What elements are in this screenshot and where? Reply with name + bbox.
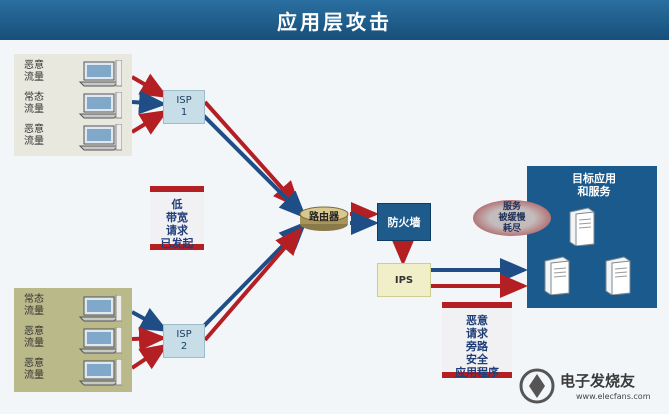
laptop-icon [78,359,122,386]
arrow-normal [131,307,169,332]
arrow-normal [198,110,307,219]
isp-1-node: ISP 1 [163,90,205,124]
arrow-malicious [131,326,167,351]
router-icon [299,206,349,231]
logo-icon [519,368,555,404]
arrow-malicious [131,73,169,98]
arrow-malicious [130,343,169,370]
flow-label: 恶意 流量 [24,60,44,83]
laptop-icon [78,295,122,322]
flow-label: 恶意 流量 [24,358,44,381]
diagram-canvas: 恶意 流量 常态 流量 恶意 流量 常态 流量 恶意 流量 恶意 流量 ISP … [0,40,669,414]
service-exhausted-badge: 服务 被缓慢 耗尽 [473,200,551,236]
arrow-normal [131,90,167,115]
firewall-node: 防火墙 [377,203,431,241]
connection-arrows [130,73,528,370]
laptop-icon [78,60,122,87]
arrow-malicious [203,100,301,209]
bypass-note: 恶意 请求 旁路 安全 应用程序 [442,302,512,379]
ips-node: IPS [377,263,431,297]
arrow-malicious [130,109,169,135]
server-icon [605,256,631,295]
laptop-icon [78,92,122,119]
laptop-icon [78,327,122,354]
flow-label: 恶意 流量 [24,124,44,147]
watermark-url: www.elecfans.com [576,392,651,401]
laptop-icon [78,124,122,151]
isp-2-node: ISP 2 [163,324,205,358]
flow-label: 常态 流量 [24,92,44,115]
server-icon [544,256,570,295]
page-title: 应用层攻击 [0,0,669,40]
arrow-malicious [203,226,303,342]
server-icon [569,207,595,246]
watermark-text: 电子发烧友 [560,372,636,390]
low-bandwidth-note: 低 带宽 请求 已发起 [150,186,204,250]
target-title: 目标应用 和服务 [572,172,616,198]
flow-label: 恶意 流量 [24,326,44,349]
arrow-normal [198,221,307,332]
flow-label: 常态 流量 [24,294,44,317]
router-label: 路由器 [309,212,339,223]
